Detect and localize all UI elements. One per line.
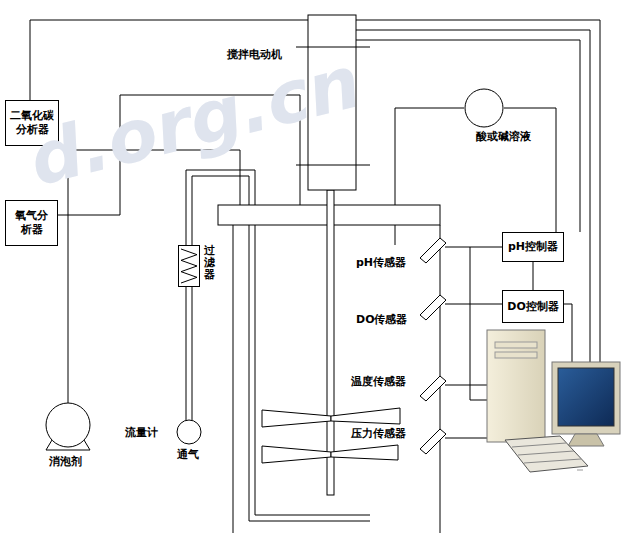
part-label: 消泡剂 [48, 455, 83, 468]
box-label: 氧气分析器 [14, 209, 49, 237]
part-label: 过滤器 [204, 245, 215, 281]
drive-slot [495, 342, 537, 348]
part-label: 搅拌电动机 [226, 48, 283, 61]
monitor-screen [558, 368, 614, 426]
signal-wire [445, 438, 487, 439]
filter-element [181, 249, 197, 283]
impeller [331, 445, 398, 460]
keyboard-row [524, 459, 581, 463]
sensor-probe [420, 429, 446, 454]
air-pipe [186, 287, 187, 420]
signal-wire [445, 304, 502, 305]
gas-line [58, 95, 300, 215]
flow-meter [177, 420, 201, 444]
box-label: 二氧化碳分析器 [9, 109, 55, 137]
pump-outline [464, 88, 504, 128]
filter-box [179, 246, 200, 287]
filter-outline [178, 245, 200, 287]
signal-wire [445, 247, 502, 248]
signal-wire [470, 247, 487, 400]
air-pipe [192, 287, 193, 420]
stirring-shaft [327, 190, 334, 495]
pump-base [46, 440, 90, 450]
sensor-label: DO传感器 [355, 313, 408, 326]
motor-mark [296, 47, 370, 48]
sensor-label: 温度传感器 [350, 375, 407, 388]
controller-box: pH控制器 [502, 232, 564, 262]
air-pipe [192, 176, 370, 521]
analyzer-box: 氧气分析器 [5, 200, 58, 246]
sensor-probe [420, 238, 446, 263]
sensor-label: pH传感器 [355, 256, 407, 269]
part-label: 流量计 [124, 426, 159, 439]
motor-mark [296, 165, 370, 166]
signal-wire [356, 40, 580, 232]
acid-base-pump: 酸或碱溶液 [464, 88, 504, 128]
part-label: 通气 [176, 448, 200, 461]
controller-box: DO控制器 [502, 290, 564, 323]
sensor-probe [420, 295, 446, 320]
watermark: d.org.cn [20, 38, 370, 204]
impeller [331, 408, 400, 424]
drive-slot [495, 352, 537, 358]
signal-wire [356, 30, 590, 365]
pump-circle [465, 89, 503, 127]
page-mark [577, 470, 583, 471]
impeller [262, 446, 331, 463]
connector-line [504, 108, 556, 232]
impeller [262, 410, 331, 427]
box-label: DO控制器 [507, 300, 558, 314]
stirring-motor [308, 15, 356, 190]
keyboard-row [518, 451, 574, 455]
monitor-stand [568, 434, 604, 446]
computer-monitor [552, 362, 620, 434]
box-label: pH控制器 [508, 240, 558, 254]
sensor-label: 压力传感器 [350, 427, 407, 440]
sensor-probe [420, 376, 446, 401]
computer-tower [487, 330, 545, 442]
part-label: 酸或碱溶液 [476, 130, 531, 144]
signal-wire [563, 304, 572, 365]
vessel-wall [233, 225, 234, 533]
air-filter: 过滤器 [178, 245, 200, 287]
signal-wire [445, 385, 487, 386]
antifoam-pump [46, 403, 90, 447]
signal-wire [533, 262, 534, 290]
analyzer-box: 二氧化碳分析器 [5, 100, 59, 146]
keyboard-row [512, 443, 566, 447]
keyboard [505, 436, 588, 472]
antifoam-line [68, 150, 240, 403]
